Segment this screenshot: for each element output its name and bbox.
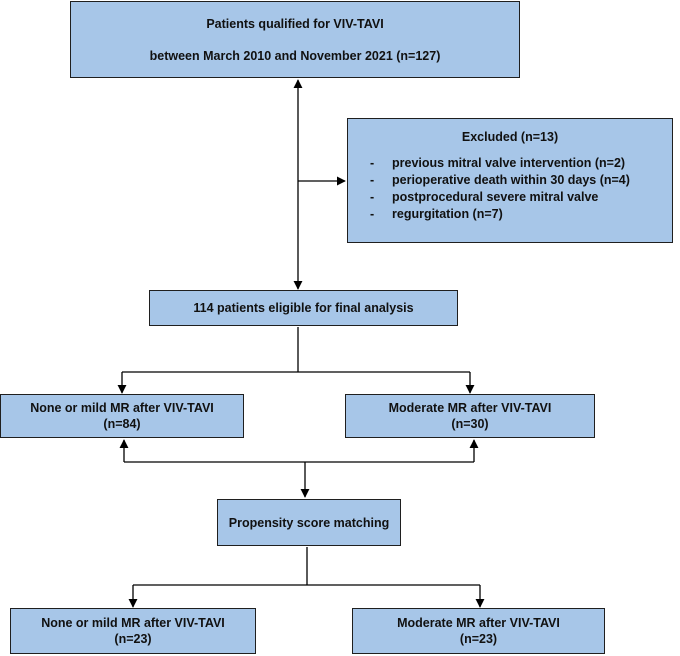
excluded-item: -postprocedural severe mitral valve [370,190,599,204]
excluded-item: -perioperative death within 30 days (n=4… [370,173,630,187]
group-label: Moderate MR after VIV-TAVI [397,616,560,630]
group-count: (n=23) [114,632,152,646]
qualified-line2: between March 2010 and November 2021 (n=… [149,48,441,63]
group-none-mild-before: None or mild MR after VIV-TAVI (n=84) [0,394,244,438]
matching-box: Propensity score matching [217,499,401,546]
eligible-box: 114 patients eligible for final analysis [149,290,458,326]
excluded-title: Excluded (n=13) [461,130,559,144]
qualified-line1: Patients qualified for VIV-TAVI [206,16,384,31]
group-label: None or mild MR after VIV-TAVI [41,616,225,630]
group-label: None or mild MR after VIV-TAVI [30,401,214,415]
group-count: (n=84) [103,417,141,431]
group-moderate-before: Moderate MR after VIV-TAVI (n=30) [345,394,595,438]
excluded-item: -previous mitral valve intervention (n=2… [370,156,626,170]
group-none-mild-after: None or mild MR after VIV-TAVI (n=23) [10,608,256,654]
eligible-label: 114 patients eligible for final analysis [193,301,414,315]
group-moderate-after: Moderate MR after VIV-TAVI (n=23) [352,608,605,654]
group-count: (n=30) [451,417,489,431]
excluded-list: -previous mitral valve intervention (n=2… [348,155,672,223]
group-label: Moderate MR after VIV-TAVI [388,401,552,415]
qualified-box: Patients qualified for VIV-TAVI between … [70,1,520,78]
excluded-box: Excluded (n=13) -previous mitral valve i… [347,118,673,243]
matching-label: Propensity score matching [228,515,390,530]
group-count: (n=23) [459,632,498,646]
excluded-item: -regurgitation (n=7) [370,207,503,221]
